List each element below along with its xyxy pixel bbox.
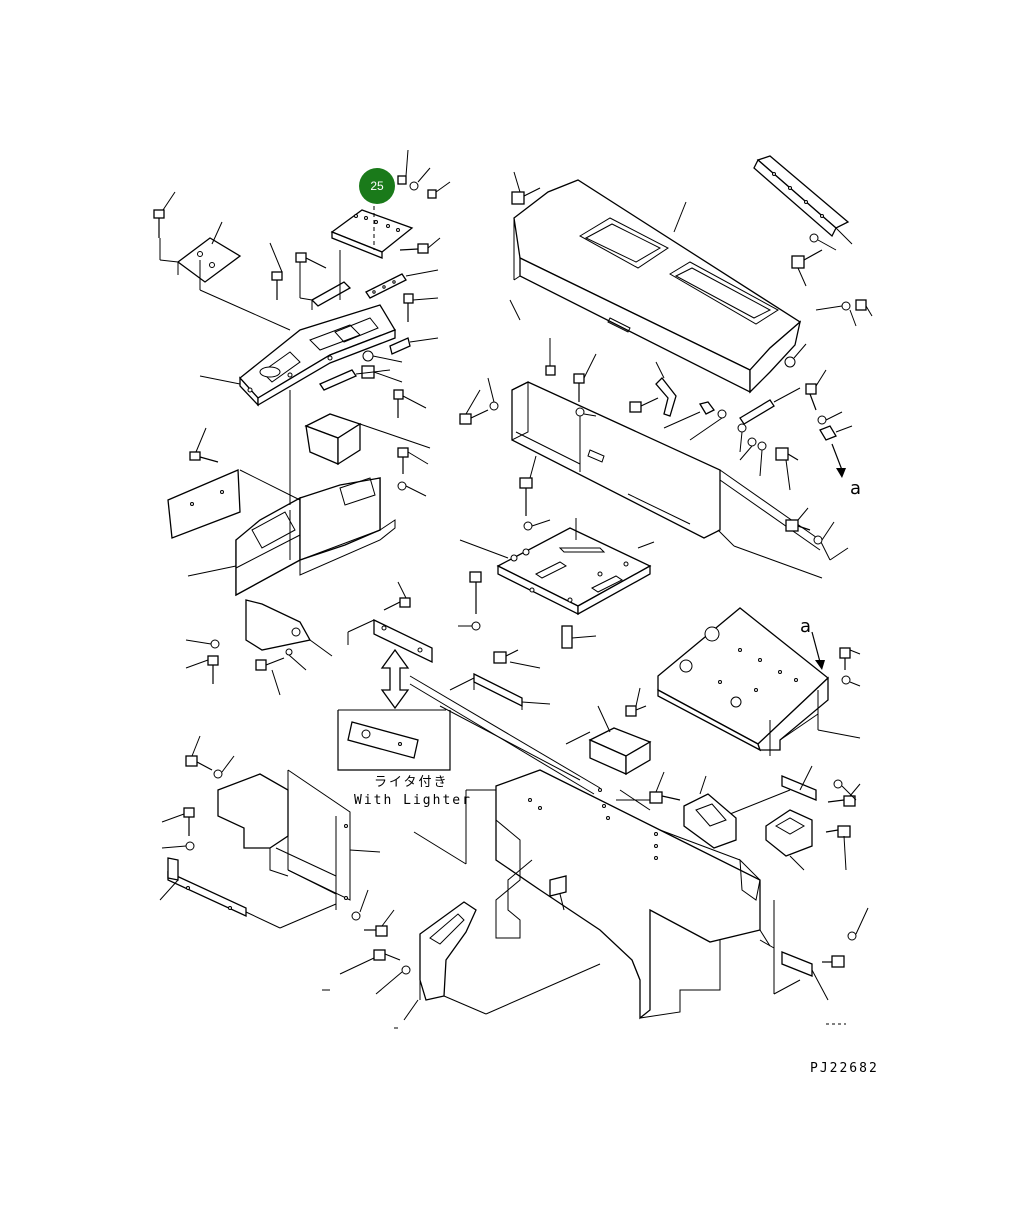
console-lower-bracket [185, 599, 333, 696]
console-top-frame [239, 304, 396, 407]
center-long-bracket [511, 381, 849, 579]
callout-25[interactable]: 25 [359, 168, 395, 204]
assembly-guide-lines [409, 675, 801, 995]
main-frame [495, 769, 771, 1020]
top-right-strip [753, 155, 873, 327]
top-cover [511, 171, 802, 394]
reference-letter-upper: a [850, 478, 861, 499]
bolt-group-center-top [459, 338, 727, 441]
reference-letter-lower: a [800, 616, 811, 637]
side-plate-left [167, 427, 241, 539]
lighter-mount-plate [330, 149, 451, 259]
option-label-en: With Lighter [354, 793, 472, 808]
small-bar-bracket [449, 649, 551, 710]
drawing-code: PJ22682 [810, 1061, 879, 1076]
console-body [235, 390, 396, 597]
lower-center-bracket [322, 889, 601, 1029]
frame-right-brackets [649, 765, 861, 871]
center-slotted-plate [458, 455, 655, 649]
leader-lines [187, 221, 521, 577]
option-label-jp: ライタ付き [374, 775, 448, 790]
bolt-group-upper-center [310, 237, 441, 391]
right-floor-plate: a [657, 607, 861, 756]
lower-left-angle-bar [159, 857, 337, 929]
callout-25-number: 25 [370, 179, 384, 193]
lower-right-plate [781, 907, 869, 1025]
option-exchange-arrow [380, 648, 410, 710]
relay-box [565, 687, 652, 776]
bolt-group-upper-left [153, 191, 327, 300]
lighter-bracket [347, 581, 433, 664]
mounting-plate-small [176, 237, 242, 283]
side-frame-lower-left [161, 735, 381, 910]
ashtray-box [304, 413, 431, 466]
bolt-group-console-right [393, 389, 429, 497]
bolt-group-upper-right: a [737, 343, 861, 499]
callout-25-badge[interactable] [359, 168, 395, 204]
lighter-option-box: ライタ付き With Lighter [337, 709, 472, 808]
